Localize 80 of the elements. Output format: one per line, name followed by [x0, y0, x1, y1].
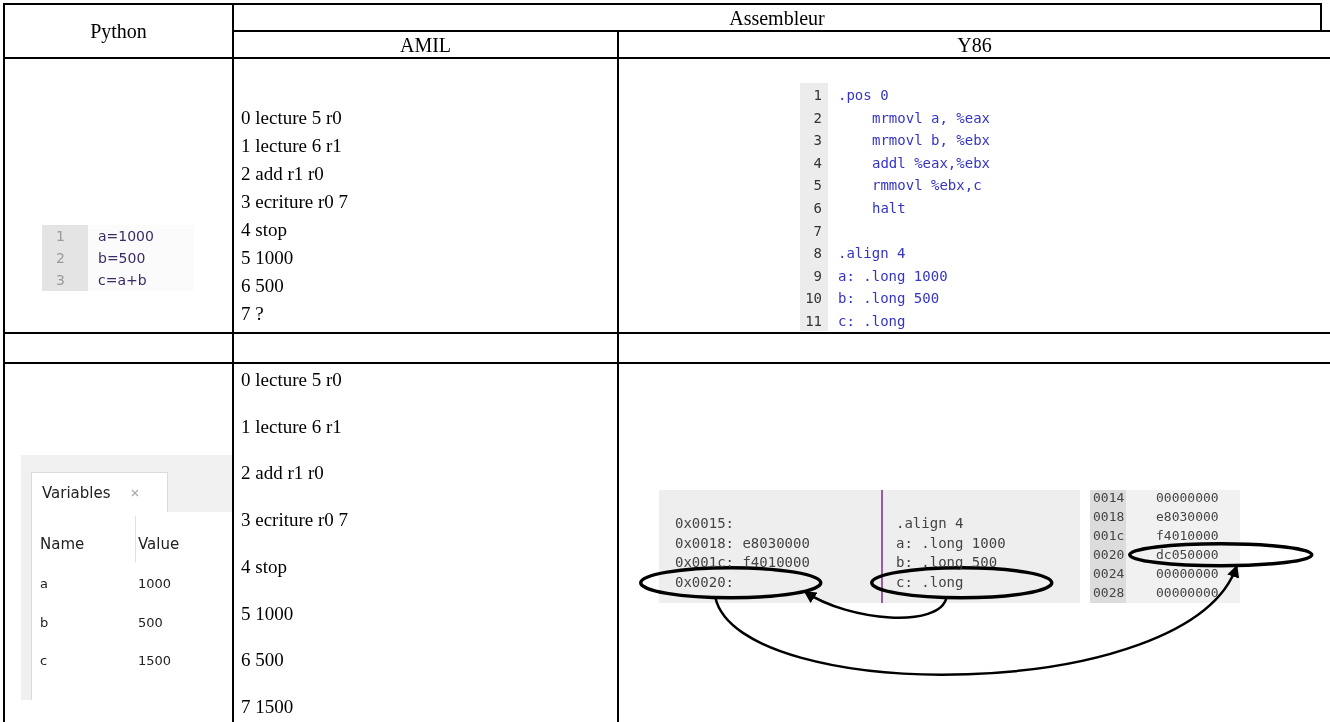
memory-value: 00000000: [1156, 584, 1219, 602]
column-header: Y86: [957, 34, 992, 55]
column-header: Assembleur: [729, 7, 825, 28]
program-line: 7 ?: [241, 302, 264, 326]
code-line: mrmovl a, %eax: [872, 108, 990, 128]
program-line: 0 lecture 5 r0: [241, 368, 342, 392]
program-line: 7 1500: [241, 694, 294, 719]
code-line: .pos 0: [838, 86, 889, 105]
memory-value: dc050000: [1156, 546, 1219, 564]
code-line: b=500: [98, 249, 146, 268]
listing-line: .align 4: [896, 514, 964, 533]
code-line: c=a+b: [98, 271, 147, 290]
code-line: halt: [872, 199, 906, 218]
program-line: 1 lecture 6 r1: [241, 414, 342, 439]
variable-value: 1000: [138, 575, 172, 593]
line-number: 1: [812, 86, 822, 105]
listing-line: b: .long 500: [896, 553, 998, 572]
curved-arrow: [714, 564, 1238, 676]
listing-line: c: .long: [896, 572, 964, 592]
listing-line: 0x0020:: [675, 572, 734, 592]
program-line: 1 lecture 6 r1: [241, 134, 342, 158]
curved-arrow: [803, 590, 948, 619]
memory-address: 001c: [1093, 527, 1125, 545]
line-number: 4: [812, 153, 822, 173]
memory-address: 0028: [1093, 584, 1125, 602]
program-line: 5 1000: [241, 246, 294, 270]
program-line: 6 500: [241, 648, 284, 673]
program-line: 3 ecriture r0 7: [241, 190, 349, 214]
line-number: 3: [56, 271, 65, 290]
variable-name: b: [40, 613, 49, 632]
line-number: 2: [56, 249, 65, 268]
program-line: 4 stop: [241, 554, 287, 579]
column-header: AMIL: [399, 34, 452, 55]
line-number: 9: [812, 266, 822, 286]
column-header: Python: [90, 21, 147, 41]
code-line: a: .long 1000: [838, 266, 948, 286]
line-number: 11: [804, 312, 822, 331]
program-line: 2 add r1 r0: [241, 162, 324, 186]
line-number: 3: [812, 131, 822, 151]
code-line: .align 4: [838, 244, 906, 264]
line-number: 10: [804, 289, 822, 309]
code-line: mrmovl b, %ebx: [872, 131, 990, 151]
ellipse-outline: [1128, 542, 1314, 568]
memory-value: e8030000: [1156, 508, 1219, 526]
listing-line: 0x0018: e8030000: [675, 533, 810, 553]
listing-line: 0x001c: f4010000: [675, 553, 810, 572]
memory-address: 0020: [1093, 546, 1125, 564]
variable-name: a: [40, 575, 48, 593]
program-line: 6 500: [241, 274, 284, 298]
ellipse-outline: [639, 566, 823, 600]
line-number: 2: [812, 108, 822, 128]
variable-name: c: [40, 652, 48, 670]
line-number: 5: [812, 176, 822, 196]
line-number: 6: [812, 199, 822, 218]
memory-value: f4010000: [1156, 527, 1219, 545]
memory-value: 00000000: [1156, 489, 1219, 507]
variable-value: 500: [138, 613, 163, 632]
program-line: 0 lecture 5 r0: [241, 106, 342, 130]
listing-line: a: .long 1000: [896, 533, 1006, 553]
code-line: addl %eax,%ebx: [872, 153, 990, 173]
tab-title: Variables: [42, 483, 111, 504]
code-line: c: .long: [838, 312, 906, 331]
program-line: 2 add r1 r0: [241, 461, 324, 486]
program-line: 3 ecriture r0 7: [241, 508, 349, 533]
variable-value: 1500: [138, 652, 172, 670]
program-line: 4 stop: [241, 218, 287, 242]
memory-address: 0024: [1093, 565, 1125, 583]
code-line: rmmovl %ebx,c: [872, 176, 982, 196]
memory-value: 00000000: [1156, 565, 1219, 583]
listing-line: 0x0015:: [675, 514, 734, 533]
code-line: b: .long 500: [838, 289, 940, 309]
table-header: Name: [40, 534, 85, 555]
line-number: 7: [812, 221, 822, 241]
program-line: 5 1000: [241, 601, 294, 626]
line-number: 8: [812, 244, 822, 264]
table-header: Value: [138, 534, 180, 555]
memory-address: 0014: [1093, 489, 1125, 507]
code-line: a=1000: [98, 227, 154, 246]
line-number: 1: [56, 227, 65, 246]
memory-address: 0018: [1093, 508, 1125, 526]
